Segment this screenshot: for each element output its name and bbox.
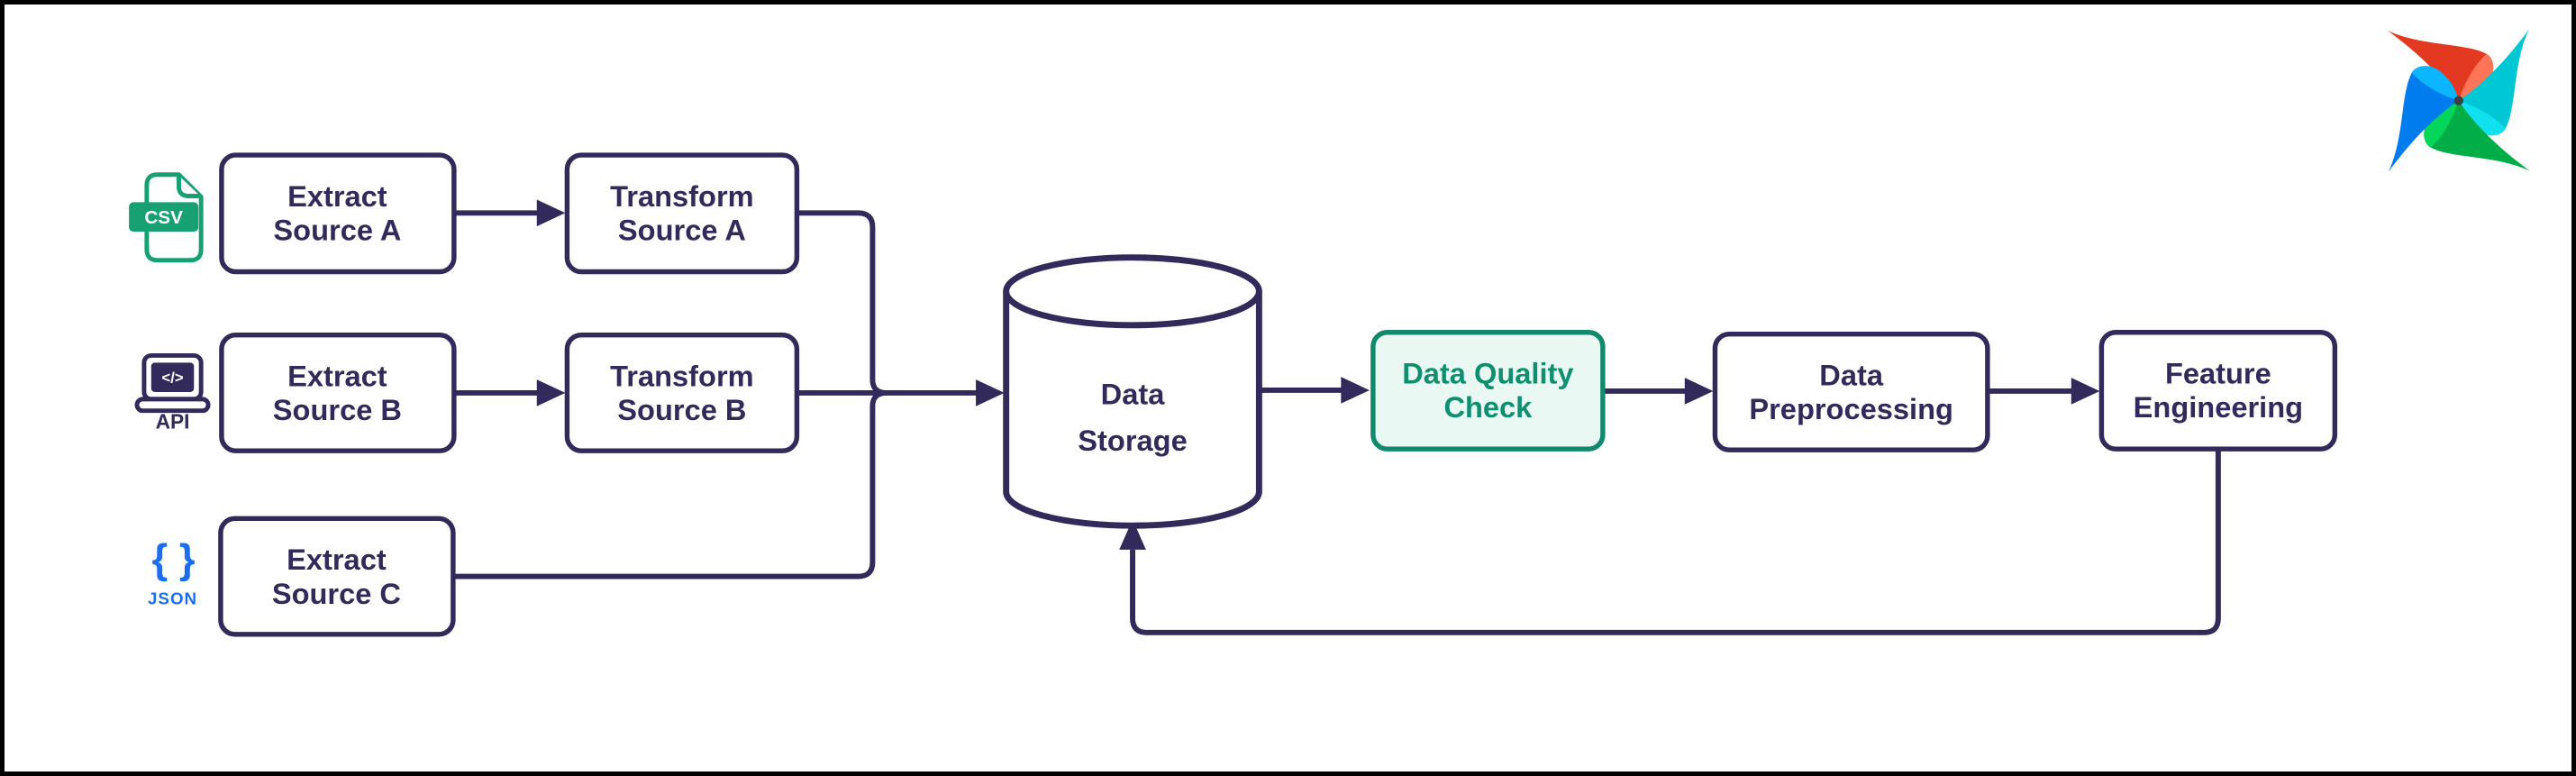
csv-banner <box>129 202 199 233</box>
pipeline-diagram: CSV </> API { } JSON <box>129 29 2530 637</box>
airflow-blade-red <box>2387 30 2494 101</box>
arrowhead-feedback-storage <box>1119 519 1146 550</box>
node-feature-engineering: Feature Engineering <box>2098 330 2338 452</box>
data-storage-cylinder-body <box>1003 291 1262 529</box>
data-quality-check-box <box>1370 330 1606 452</box>
arrowhead-quality <box>1341 377 1370 404</box>
data-preprocessing-line2: Preprocessing <box>1749 392 1953 425</box>
arrowhead-preprocessing <box>1684 378 1714 405</box>
api-code-glyph: </> <box>161 370 183 387</box>
json-braces-glyph: { } <box>152 535 196 581</box>
airflow-blade-blue <box>2388 66 2459 172</box>
extract-source-a-box <box>219 152 457 275</box>
data-quality-check-line2: Check <box>1443 390 1533 424</box>
api-laptop-icon: </> API <box>134 352 211 434</box>
data-preprocessing-box <box>1712 331 1990 452</box>
airflow-blade-green <box>2424 100 2530 171</box>
api-label: API <box>156 410 190 434</box>
airflow-logo-hub <box>2453 96 2463 105</box>
extract-source-b-box <box>219 332 457 453</box>
node-extract-source-a: Extract Source A <box>219 152 457 275</box>
data-storage-cylinder-top <box>1003 254 1262 329</box>
extract-source-a-line1: Extract <box>287 179 387 213</box>
json-label: JSON <box>148 589 197 608</box>
data-storage-line2: Storage <box>1078 424 1187 457</box>
arrowhead-transform-a <box>536 199 566 227</box>
feature-engineering-box <box>2098 330 2338 452</box>
node-data-quality-check: Data Quality Check <box>1370 330 1606 452</box>
extract-source-b-line1: Extract <box>287 360 387 393</box>
airflow-logo-icon <box>2387 29 2530 172</box>
data-quality-check-line1: Data Quality <box>1402 357 1573 390</box>
node-extract-source-c: Extract Source C <box>218 516 456 637</box>
api-laptop-base <box>134 397 211 414</box>
transform-source-b-box <box>564 332 800 453</box>
arrowhead-storage <box>976 379 1005 406</box>
transform-source-b-line2: Source B <box>617 393 746 426</box>
transform-source-a-line2: Source A <box>618 214 746 247</box>
extract-source-c-line1: Extract <box>287 543 387 576</box>
extract-source-c-box <box>218 516 456 637</box>
line-feedback-loop <box>1130 449 2221 635</box>
feature-engineering-line2: Engineering <box>2134 390 2303 424</box>
line-transform-a-merge <box>796 210 887 396</box>
transform-source-a-line1: Transform <box>610 179 753 213</box>
feature-engineering-line1: Feature <box>2165 357 2271 390</box>
csv-file-fold <box>176 175 201 198</box>
data-preprocessing-line1: Data <box>1819 359 1884 392</box>
data-storage-line1: Data <box>1101 377 1166 410</box>
csv-banner-label: CSV <box>144 207 183 228</box>
arrowhead-transform-b <box>536 379 566 406</box>
node-transform-source-a: Transform Source A <box>564 152 800 275</box>
airflow-blade-cyan <box>2458 29 2529 136</box>
json-braces-icon: { } JSON <box>148 535 197 608</box>
csv-file-icon: CSV <box>129 172 204 263</box>
transform-source-a-box <box>564 152 800 275</box>
extract-source-b-line2: Source B <box>273 393 402 426</box>
node-extract-source-b: Extract Source B <box>219 332 457 453</box>
connectors <box>452 199 2221 635</box>
api-laptop-screen <box>150 362 195 392</box>
extract-source-c-line2: Source C <box>272 577 401 610</box>
node-data-storage: Data Storage <box>1003 254 1262 529</box>
extract-source-a-line2: Source A <box>273 214 401 247</box>
node-transform-source-b: Transform Source B <box>564 332 800 453</box>
node-data-preprocessing: Data Preprocessing <box>1712 331 1990 452</box>
arrowhead-feature <box>2071 378 2100 405</box>
transform-source-b-line1: Transform <box>610 360 753 393</box>
